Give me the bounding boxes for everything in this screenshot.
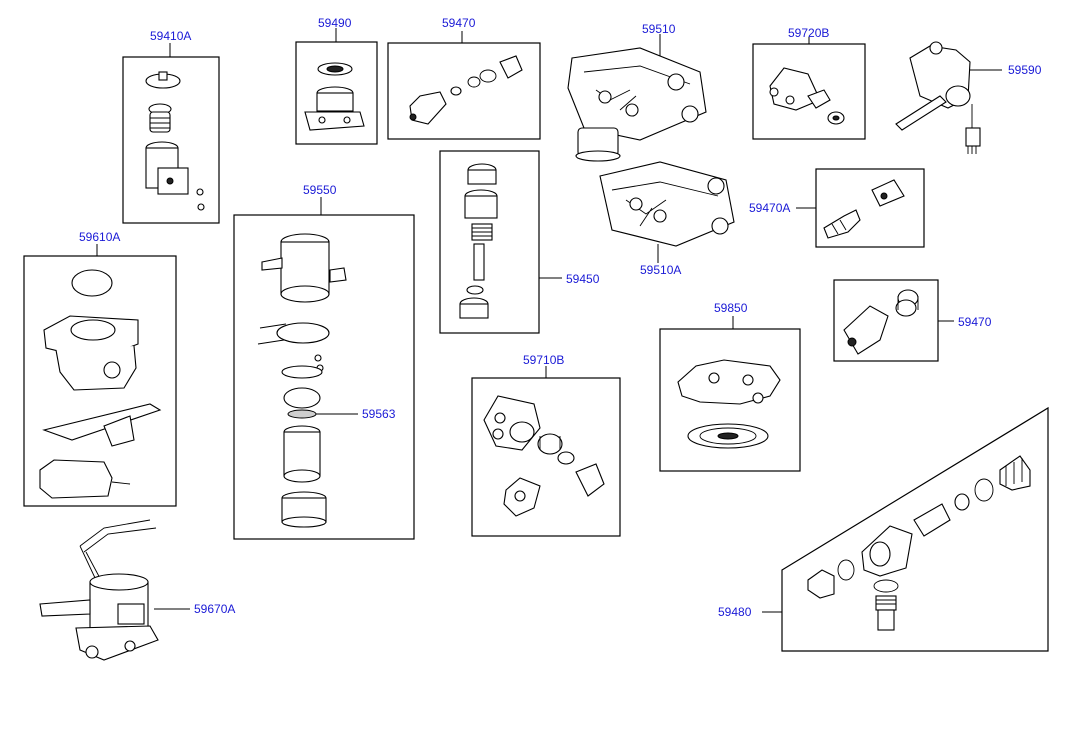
callout-59610A[interactable]: 59610A (79, 230, 120, 244)
group-59470-top: 59470 (387, 16, 541, 140)
group-59550: 59550 59563 (233, 183, 415, 540)
frame-59550 (233, 214, 415, 540)
group-59850: 59850 (659, 301, 801, 472)
callout-59720B[interactable]: 59720B (788, 26, 829, 40)
group-59510: 59510 (567, 22, 707, 162)
callout-59510A[interactable]: 59510A (640, 263, 681, 277)
frame-59450 (439, 150, 540, 334)
callout-59480[interactable]: 59480 (718, 605, 752, 619)
frame-59480 (781, 406, 1049, 652)
group-59610A: 59610A (23, 230, 177, 507)
base-flange (304, 111, 365, 131)
frame-59850 (659, 328, 801, 472)
group-59450: 59450 (439, 150, 600, 334)
callout-59450[interactable]: 59450 (566, 272, 600, 286)
group-59410A: 59410A (122, 29, 220, 224)
frame-59610A (23, 255, 177, 507)
group-59510A: 59510A (599, 161, 735, 277)
bracket-plate (42, 403, 162, 441)
callout-59590[interactable]: 59590 (1008, 63, 1042, 77)
mounting-bracket (895, 95, 947, 131)
valve-cover (677, 359, 781, 405)
actuator-part (39, 459, 113, 499)
callout-59470-top[interactable]: 59470 (442, 16, 476, 30)
callout-59670A[interactable]: 59670A (194, 602, 235, 616)
group-59470A: 59470A (749, 168, 925, 248)
callout-59563[interactable]: 59563 (362, 407, 396, 421)
group-59670A: 59670A (39, 519, 235, 661)
callout-59510[interactable]: 59510 (642, 22, 676, 36)
relay-valve-body (599, 161, 735, 247)
callout-59470-right[interactable]: 59470 (958, 315, 992, 329)
group-59470-right: 59470 (833, 279, 992, 362)
callout-59490[interactable]: 59490 (318, 16, 352, 30)
relay-valve-housing (567, 47, 707, 141)
frame-59410A (122, 56, 220, 224)
group-59720B: 59720B (752, 26, 866, 140)
callout-59410A[interactable]: 59410A (150, 29, 191, 43)
cap-knob (158, 71, 168, 81)
callout-59850[interactable]: 59850 (714, 301, 748, 315)
callout-59710B[interactable]: 59710B (523, 353, 564, 367)
group-59480: 59480 (718, 406, 1049, 652)
group-59590: 59590 (895, 41, 1042, 154)
callout-59550[interactable]: 59550 (303, 183, 337, 197)
spring-part (149, 111, 171, 133)
group-59490: 59490 (295, 16, 378, 145)
callout-59470A[interactable]: 59470A (749, 201, 790, 215)
group-59710B: 59710B (471, 353, 621, 537)
gasket-part (71, 269, 113, 297)
frame-59470-top (387, 42, 541, 140)
